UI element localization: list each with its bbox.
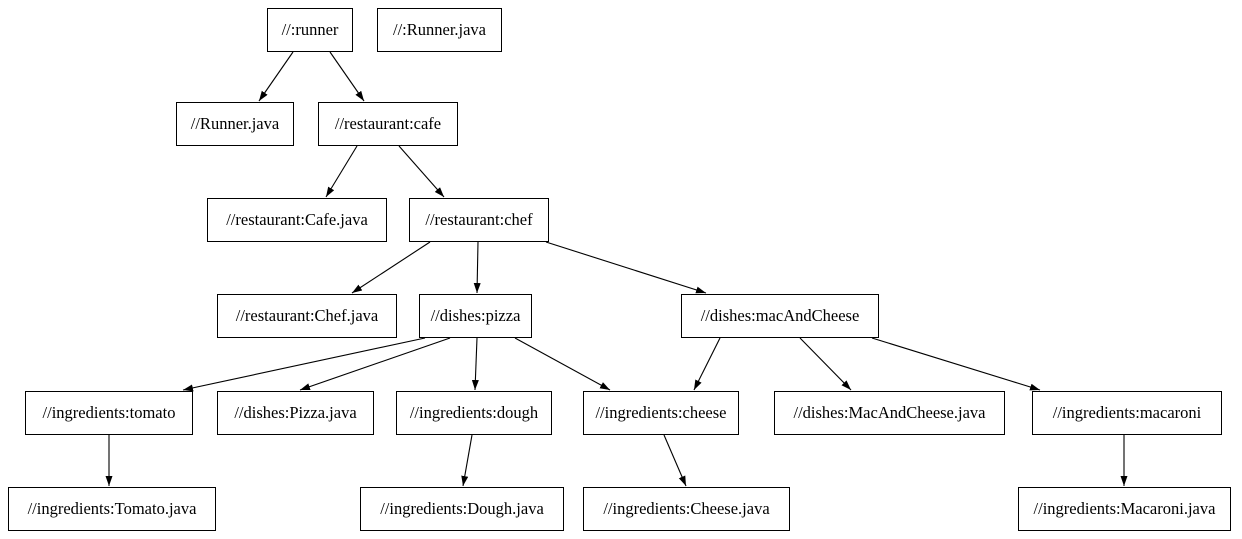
graph-edge-cafe-cafeJava [325, 145, 358, 198]
graph-node-chefJava: //restaurant:Chef.java [217, 294, 397, 338]
graph-node-label: //dishes:MacAndCheese.java [793, 403, 986, 422]
graph-node-label: //ingredients:cheese [595, 403, 727, 422]
graph-edge-runner-cafe [329, 51, 365, 102]
graph-node-runnerJavaRoot: //:Runner.java [377, 8, 502, 52]
graph-node-tomatoJava: //ingredients:Tomato.java [8, 487, 216, 531]
graph-node-label: //ingredients:Tomato.java [27, 499, 197, 518]
graph-edge-macAndCheese-macAndCheeseJava [799, 337, 852, 391]
graph-edge-cafe-chef [398, 145, 445, 198]
graph-node-runner: //:runner [267, 8, 353, 52]
graph-node-label: //ingredients:macaroni [1052, 403, 1202, 422]
graph-node-macAndCheese: //dishes:macAndCheese [681, 294, 879, 338]
graph-node-label: //restaurant:cafe [334, 114, 442, 133]
graph-edge-chef-pizza [473, 241, 481, 294]
graph-edge-dough-doughJava [461, 434, 473, 487]
graph-edge-macAndCheese-cheese [693, 337, 721, 391]
graph-edge-cheese-cheeseJava [663, 434, 687, 487]
graph-node-label: //restaurant:Chef.java [235, 306, 379, 325]
graph-edge-macAndCheese-macaroni [871, 337, 1041, 391]
graph-node-pizza: //dishes:pizza [419, 294, 532, 338]
graph-node-runnerJava: //Runner.java [176, 102, 294, 146]
graph-node-label: //ingredients:tomato [42, 403, 176, 422]
graph-node-cheeseJava: //ingredients:Cheese.java [583, 487, 790, 531]
graph-node-doughJava: //ingredients:Dough.java [360, 487, 564, 531]
graph-node-pizzaJava: //dishes:Pizza.java [217, 391, 374, 435]
graph-node-macaroni: //ingredients:macaroni [1032, 391, 1222, 435]
graph-node-macaroniJava: //ingredients:Macaroni.java [1018, 487, 1231, 531]
graph-node-cheese: //ingredients:cheese [583, 391, 739, 435]
graph-node-tomato: //ingredients:tomato [25, 391, 193, 435]
graph-edge-pizza-cheese [514, 337, 611, 391]
graph-node-cafe: //restaurant:cafe [318, 102, 458, 146]
graph-node-dough: //ingredients:dough [396, 391, 552, 435]
graph-edge-pizza-tomato [182, 337, 426, 392]
graph-node-label: //restaurant:Cafe.java [226, 210, 368, 229]
graph-node-label: //ingredients:dough [409, 403, 539, 422]
graph-node-macAndCheeseJava: //dishes:MacAndCheese.java [774, 391, 1005, 435]
graph-edge-pizza-dough [471, 337, 479, 391]
graph-node-label: //dishes:pizza [430, 306, 521, 325]
graph-edge-chef-chefJava [351, 241, 431, 294]
graph-node-label: //:Runner.java [392, 20, 487, 39]
graph-edge-chef-macAndCheese [545, 241, 707, 294]
graph-node-label: //ingredients:Cheese.java [603, 499, 770, 518]
graph-node-label: //restaurant:chef [425, 210, 533, 229]
graph-node-label: //dishes:Pizza.java [234, 403, 357, 422]
graph-node-cafeJava: //restaurant:Cafe.java [207, 198, 387, 242]
graph-edge-runner-runnerJava [258, 51, 294, 102]
graph-node-label: //ingredients:Macaroni.java [1033, 499, 1216, 518]
graph-edge-pizza-pizzaJava [299, 337, 451, 391]
graph-node-label: //ingredients:Dough.java [380, 499, 544, 518]
graph-node-label: //dishes:macAndCheese [700, 306, 860, 325]
graph-node-label: //:runner [281, 20, 339, 39]
graph-node-chef: //restaurant:chef [409, 198, 549, 242]
graph-node-label: //Runner.java [190, 114, 280, 133]
